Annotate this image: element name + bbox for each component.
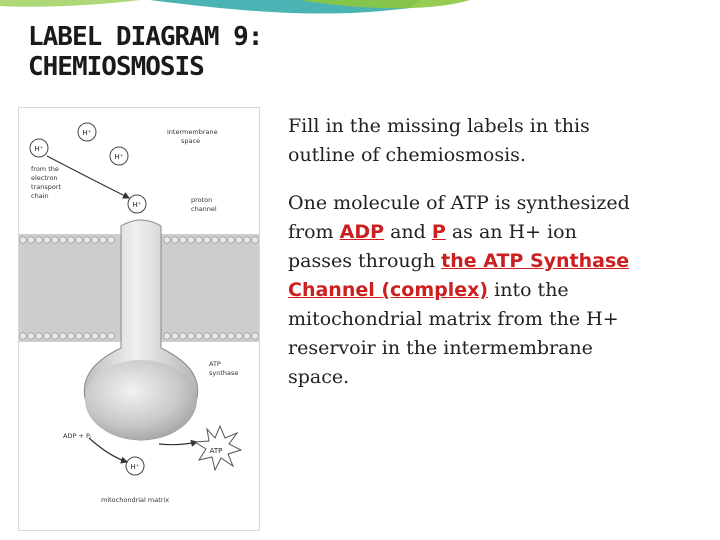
- h-ion-2: H⁺: [29, 138, 49, 158]
- phospholipid-head: [187, 236, 195, 244]
- adp-arrow: [88, 437, 129, 464]
- atp-starburst: [193, 424, 243, 472]
- phospholipid-head: [179, 332, 187, 340]
- phospholipid-head: [75, 332, 83, 340]
- phospholipid-head: [27, 332, 35, 340]
- h-ion-5: H⁺: [125, 456, 145, 476]
- phospholipid-head: [67, 332, 75, 340]
- atp-label: ATP: [210, 447, 223, 455]
- phospholipid-head: [59, 332, 67, 340]
- slide-title-line-1: LABEL DIAGRAM 9:: [28, 22, 263, 52]
- phospholipid-head: [51, 236, 59, 244]
- phospholipid-head: [227, 332, 235, 340]
- phospholipid-head: [43, 332, 51, 340]
- answer-paragraph: One molecule of ATP is synthesized from …: [288, 189, 638, 392]
- h-ion-4: H⁺: [127, 194, 147, 214]
- answer-p: P: [431, 221, 446, 243]
- text-column: Fill in the missing labels in this outli…: [288, 112, 638, 411]
- phospholipid-head: [107, 332, 115, 340]
- answer-atp-synthase: the ATP Synthase Channel (complex): [288, 250, 630, 301]
- h-ion-label-2: H⁺: [35, 145, 44, 153]
- answer-adp: ADP: [339, 221, 385, 243]
- slide-title-line-2: CHEMIOSMOSIS: [28, 52, 205, 82]
- phospholipid-head: [19, 236, 27, 244]
- phospholipid-head: [243, 332, 251, 340]
- proton-channel-label: proton channel: [191, 196, 217, 213]
- h-ion-label-3: H⁺: [115, 153, 124, 161]
- header-decoration: [0, 0, 470, 14]
- phospholipid-head: [91, 332, 99, 340]
- phospholipid-head: [99, 332, 107, 340]
- phospholipid-head: [91, 236, 99, 244]
- answer-text-4: into the mitochondrial matrix from the H…: [288, 279, 619, 388]
- phospholipid-head: [59, 236, 67, 244]
- chemiosmosis-diagram: H⁺ H⁺ H⁺ H⁺ H⁺ ATP intermembrane space: [18, 107, 260, 531]
- answer-text-2: and: [384, 221, 432, 243]
- answer-text-3: as an H+ ion passes through: [288, 221, 577, 272]
- phospholipid-head: [171, 236, 179, 244]
- phospholipid-head: [203, 236, 211, 244]
- atp-arrow: [158, 439, 199, 447]
- phospholipid-head: [219, 332, 227, 340]
- phospholipid-head: [211, 332, 219, 340]
- phospholipid-head: [163, 332, 171, 340]
- phospholipid-head: [235, 236, 243, 244]
- electron-transport-label: from the electron transport chain: [31, 165, 63, 200]
- phospholipid-head: [83, 236, 91, 244]
- atp-synthase-label: ATP synthase: [209, 360, 238, 377]
- h-ion-label-5: H⁺: [131, 463, 140, 471]
- instruction-paragraph: Fill in the missing labels in this outli…: [288, 115, 590, 166]
- answer-text-1: One molecule of ATP is synthesized from: [288, 192, 630, 243]
- phospholipid-head: [107, 236, 115, 244]
- phospholipid-head: [35, 332, 43, 340]
- phospholipid-head: [251, 236, 259, 244]
- phospholipid-head: [51, 332, 59, 340]
- phospholipid-head: [187, 332, 195, 340]
- phospholipid-head: [203, 332, 211, 340]
- mitochondrial-matrix-label: mitochondrial matrix: [101, 496, 169, 504]
- slide-title: LABEL DIAGRAM 9: CHEMIOSMOSIS: [28, 22, 348, 82]
- h-ion-label-4: H⁺: [133, 201, 142, 209]
- phospholipid-head: [171, 332, 179, 340]
- phospholipid-head: [235, 332, 243, 340]
- phospholipid-head: [27, 236, 35, 244]
- adp-pi-label: ADP + Pᵢ: [63, 432, 91, 440]
- intermembrane-space-label: intermembrane space: [167, 128, 220, 145]
- phospholipid-head: [67, 236, 75, 244]
- phospholipid-head: [19, 332, 27, 340]
- phospholipid-head: [227, 236, 235, 244]
- h-ion-3: H⁺: [109, 146, 129, 166]
- phospholipid-head: [219, 236, 227, 244]
- phospholipid-head: [195, 236, 203, 244]
- phospholipid-head: [179, 236, 187, 244]
- phospholipid-head: [163, 236, 171, 244]
- phospholipid-head: [75, 236, 83, 244]
- proton-arrow: [46, 155, 131, 199]
- atp-synthase-head: [85, 360, 197, 440]
- phospholipid-head: [83, 332, 91, 340]
- phospholipid-head: [99, 236, 107, 244]
- phospholipid-head: [195, 332, 203, 340]
- phospholipid-head: [35, 236, 43, 244]
- phospholipid-head: [211, 236, 219, 244]
- phospholipid-head: [251, 332, 259, 340]
- phospholipid-head: [243, 236, 251, 244]
- phospholipid-heads: [19, 236, 259, 340]
- h-ion-label-1: H⁺: [83, 129, 92, 137]
- h-ion-1: H⁺: [77, 122, 97, 142]
- diagram-svg: H⁺ H⁺ H⁺ H⁺ H⁺ ATP intermembrane space: [19, 122, 259, 504]
- phospholipid-head: [43, 236, 51, 244]
